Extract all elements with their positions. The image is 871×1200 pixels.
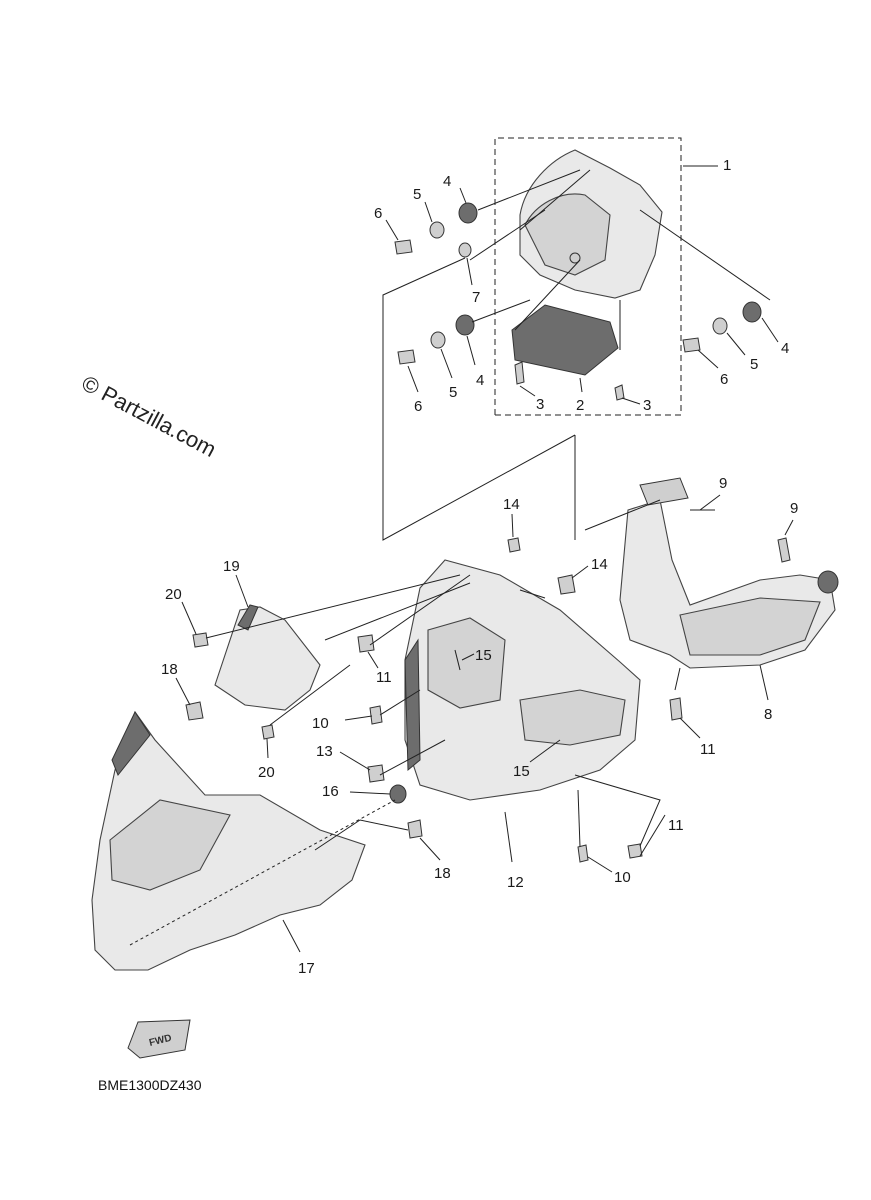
bolt-9b[interactable] <box>777 537 791 563</box>
callout-5b: 5 <box>449 384 457 401</box>
callout-6c: 6 <box>720 371 728 388</box>
collar-5a[interactable] <box>429 221 445 239</box>
watermark-text: © Partzilla.com <box>78 370 221 462</box>
headlight-cover-plate[interactable] <box>511 304 619 376</box>
bolt-6a[interactable] <box>394 239 413 255</box>
bolt-6b[interactable] <box>397 349 416 365</box>
callout-4b: 4 <box>476 372 484 389</box>
callout-14b: 14 <box>591 556 608 573</box>
callout-13: 13 <box>316 743 333 760</box>
fwd-arrow: FWD <box>127 1019 191 1059</box>
callout-3a: 3 <box>536 396 544 413</box>
callouts: 1 2 3 3 4 4 4 5 5 5 6 6 6 7 8 9 9 10 <box>161 157 798 977</box>
screw-10a[interactable] <box>369 705 383 725</box>
callout-20a: 20 <box>165 586 182 603</box>
callout-7: 7 <box>472 289 480 306</box>
callout-5c: 5 <box>750 356 758 373</box>
screw-10b[interactable] <box>577 844 589 863</box>
callout-14a: 14 <box>503 496 520 513</box>
callout-12: 12 <box>507 874 524 891</box>
callout-11c: 11 <box>668 817 684 834</box>
callout-11b: 11 <box>700 741 716 758</box>
callout-4a: 4 <box>443 173 451 190</box>
bolt-20a[interactable] <box>192 632 209 648</box>
clip-14b[interactable] <box>557 574 576 595</box>
clip-14a[interactable] <box>507 537 521 553</box>
callout-5a: 5 <box>413 186 421 203</box>
bracket-18b[interactable] <box>407 819 423 839</box>
front-cowl-17[interactable] <box>91 710 366 971</box>
collar-5b[interactable] <box>430 331 446 349</box>
callout-17: 17 <box>298 960 315 977</box>
callout-19: 19 <box>223 558 240 575</box>
nut-11c[interactable] <box>627 843 643 859</box>
callout-3b: 3 <box>643 397 651 414</box>
damper-7[interactable] <box>458 242 472 258</box>
bolt-9a-head[interactable] <box>639 477 689 506</box>
fasteners-upper-left <box>382 169 581 541</box>
nut-11a[interactable] <box>357 634 375 653</box>
diagram-code: BME1300DZ430 <box>98 1077 202 1093</box>
callout-9a: 9 <box>719 475 727 492</box>
callout-9b: 9 <box>790 500 798 517</box>
bracket-18a[interactable] <box>185 701 204 721</box>
front-cowl-17-group <box>91 710 423 971</box>
callout-18a: 18 <box>161 661 178 678</box>
grommet-16[interactable] <box>389 784 407 804</box>
callout-10a: 10 <box>312 715 329 732</box>
fasteners-upper-right <box>682 301 762 353</box>
callout-15a: 15 <box>475 647 492 664</box>
bolt-13[interactable] <box>367 764 385 783</box>
grommet-4c[interactable] <box>742 301 762 323</box>
callout-16: 16 <box>322 783 339 800</box>
callout-11a: 11 <box>376 669 392 686</box>
nut-11b[interactable] <box>669 697 683 721</box>
headlight-assembly-group <box>494 137 771 416</box>
bolt-20b[interactable] <box>261 724 275 740</box>
bolt-6c[interactable] <box>682 337 701 353</box>
grommet-4b[interactable] <box>455 314 475 336</box>
callout-8: 8 <box>764 706 772 723</box>
callout-4c: 4 <box>781 340 789 357</box>
callout-15b: 15 <box>513 763 530 780</box>
callout-2: 2 <box>576 397 584 414</box>
callout-10b: 10 <box>614 869 631 886</box>
fwd-arrow-icon <box>127 1019 191 1059</box>
inner-panel-12-group <box>357 537 661 863</box>
screen-19-group <box>185 574 471 740</box>
callout-1: 1 <box>723 157 731 174</box>
callout-6b: 6 <box>414 398 422 415</box>
callout-6a: 6 <box>374 205 382 222</box>
bracket-8-group <box>584 477 839 721</box>
grommet-4a[interactable] <box>458 202 478 224</box>
windscreen-19[interactable] <box>214 606 321 711</box>
callout-20b: 20 <box>258 764 275 781</box>
callout-18b: 18 <box>434 865 451 882</box>
collar-5c[interactable] <box>712 317 728 335</box>
fwd-label: FWD <box>148 1033 173 1049</box>
